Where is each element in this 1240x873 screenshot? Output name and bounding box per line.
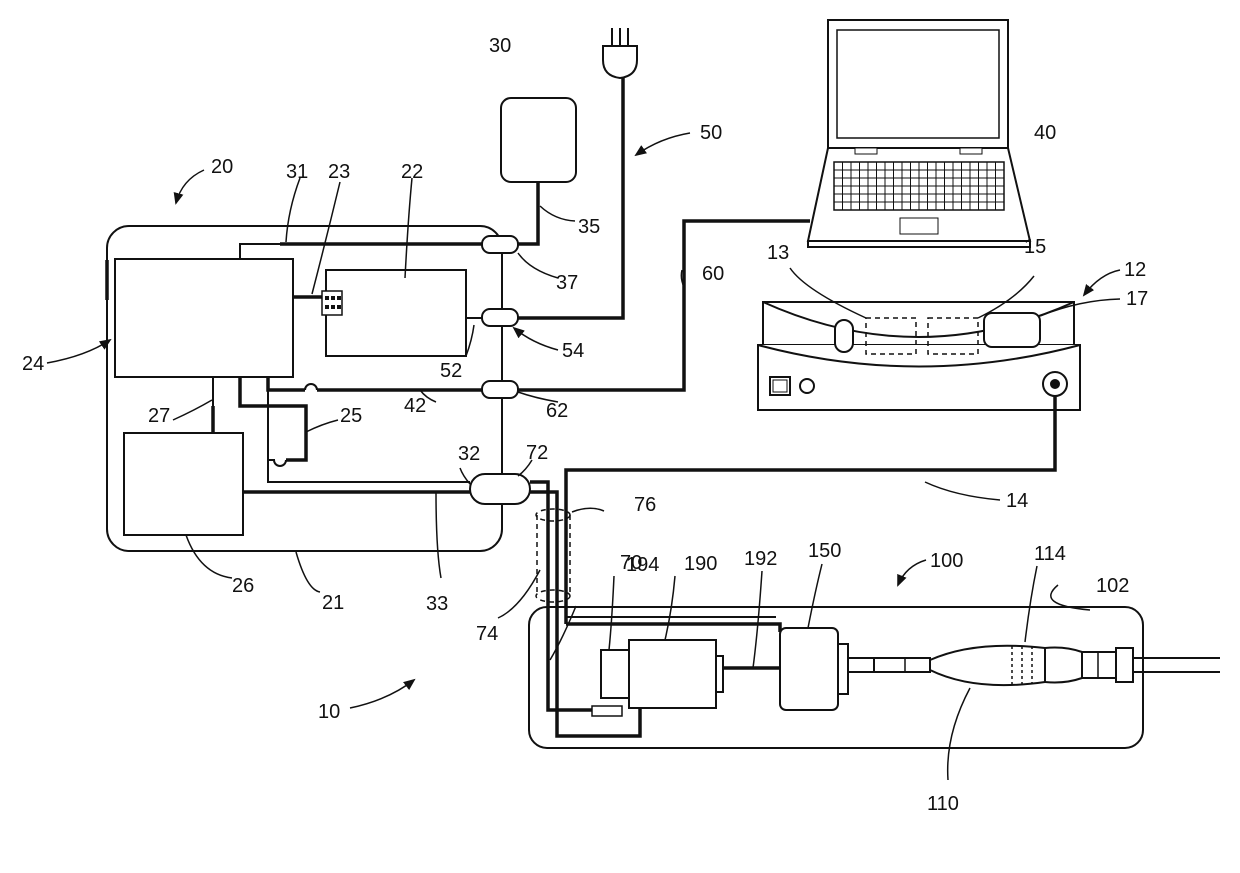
wire-42-hop [305, 384, 317, 390]
label-32: 32 [458, 443, 480, 465]
instrument-110 [874, 646, 1220, 685]
label-54: 54 [562, 340, 584, 362]
label-15: 15 [1024, 236, 1046, 258]
label-23: 23 [328, 161, 350, 183]
laptop-40 [808, 20, 1030, 247]
wire-to-150 [566, 624, 780, 632]
component-150-nose [848, 658, 874, 672]
label-190: 190 [684, 553, 717, 575]
label-37: 37 [556, 272, 578, 294]
grommet-62 [482, 381, 518, 398]
label-192: 192 [744, 548, 777, 570]
label-62: 62 [546, 400, 568, 422]
wire-31 [240, 244, 482, 259]
label-50: 50 [700, 122, 722, 144]
component-30-box [501, 98, 576, 182]
arrow-50 [636, 133, 690, 155]
label-31: 31 [286, 161, 308, 183]
component-190 [629, 640, 716, 708]
label-76: 76 [634, 494, 656, 516]
label-42: 42 [404, 395, 426, 417]
label-25: 25 [340, 405, 362, 427]
laptop-touchpad [900, 218, 938, 234]
label-74: 74 [476, 623, 498, 645]
component-194 [601, 650, 631, 698]
label-52: 52 [440, 360, 462, 382]
grommet-52 [482, 309, 518, 326]
label-110: 110 [927, 793, 959, 815]
keyboard-keys [834, 162, 1004, 210]
label-14: 14 [1006, 490, 1028, 512]
label-102: 102 [1096, 575, 1129, 597]
label-22: 22 [401, 161, 423, 183]
label-35: 35 [578, 216, 600, 238]
component-24-box [115, 259, 293, 377]
component-22-box [326, 270, 466, 356]
arrow-20 [176, 170, 204, 203]
label-100: 100 [930, 550, 963, 572]
label-40: 40 [1034, 122, 1056, 144]
label-194: 194 [626, 554, 659, 576]
label-13: 13 [767, 242, 789, 264]
component-150 [780, 628, 838, 710]
grommet-37 [482, 236, 518, 253]
power-plug-icon [603, 28, 637, 78]
arrow-24 [47, 340, 110, 363]
cable-35 [518, 182, 538, 244]
label-114: 114 [1034, 543, 1066, 565]
wire-32 [268, 460, 470, 482]
label-21: 21 [322, 592, 344, 614]
component-26-box [124, 433, 243, 535]
label-27: 27 [148, 405, 170, 427]
component-194-tab [592, 706, 622, 716]
arrow-100 [898, 560, 926, 585]
label-30: 30 [489, 35, 511, 57]
label-10: 10 [318, 701, 340, 723]
label-150: 150 [808, 540, 841, 562]
grommet-72 [470, 474, 530, 504]
connector-23 [322, 291, 342, 315]
label-60: 60 [702, 263, 724, 285]
console-12 [758, 302, 1080, 410]
cable-70 [530, 482, 596, 710]
label-12: 12 [1124, 259, 1146, 281]
label-26: 26 [232, 575, 254, 597]
label-24: 24 [22, 353, 44, 375]
label-72: 72 [526, 442, 548, 464]
label-33: 33 [426, 593, 448, 615]
arrow-12 [1084, 270, 1120, 295]
component-150-front [838, 644, 848, 694]
label-17: 17 [1126, 288, 1148, 310]
component-190-shaft [716, 656, 723, 692]
arrow-10 [350, 680, 414, 708]
label-20: 20 [211, 156, 233, 178]
arrow-54 [514, 328, 558, 350]
